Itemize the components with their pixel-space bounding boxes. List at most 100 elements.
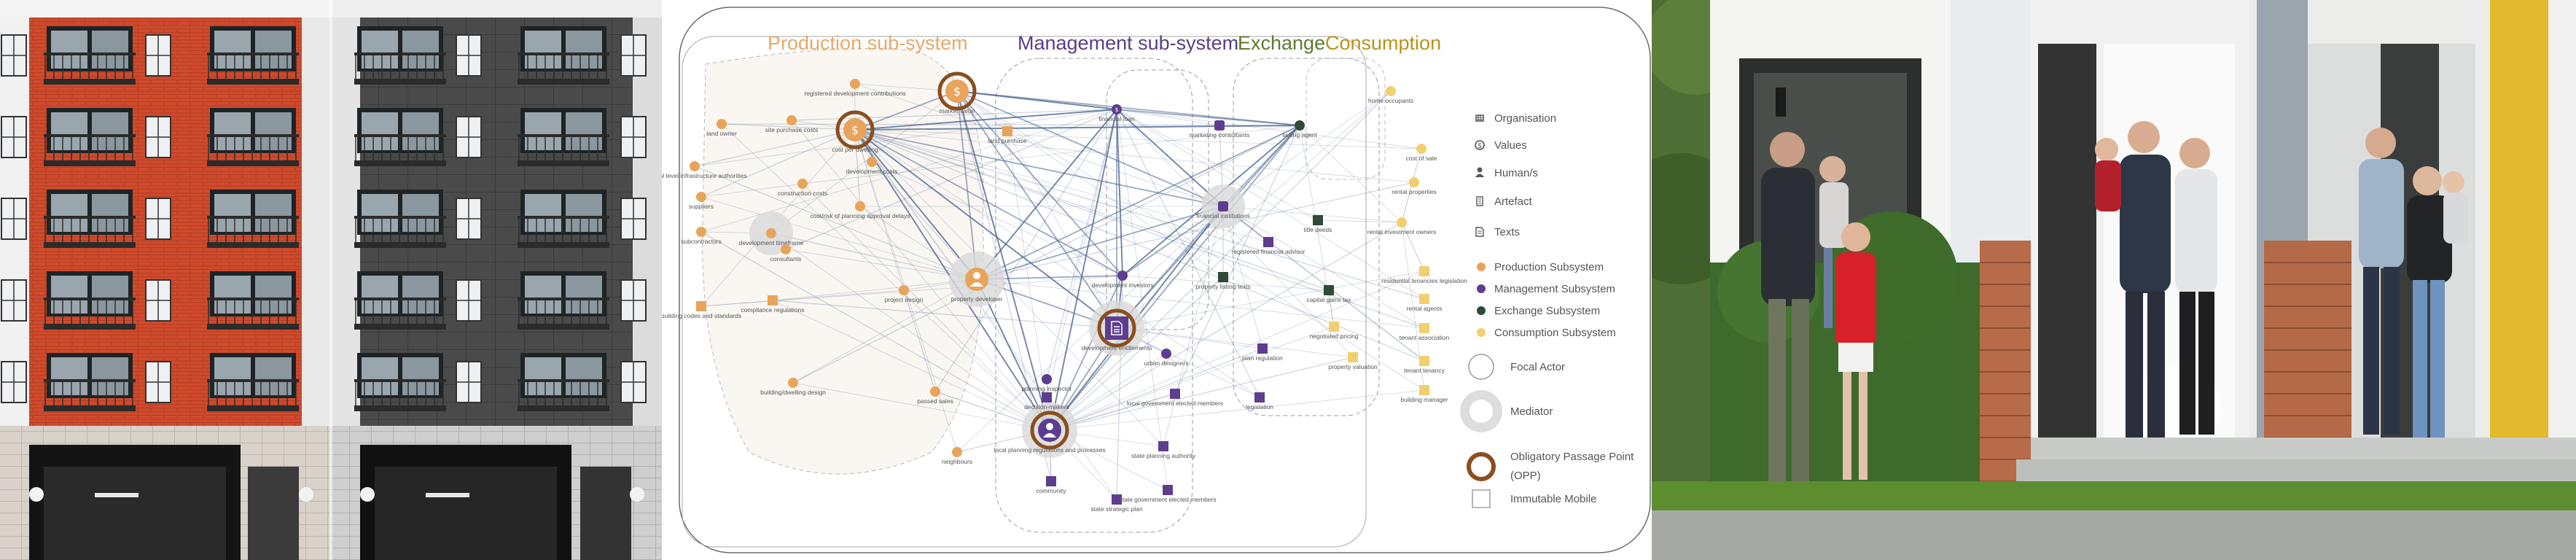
edge	[694, 129, 856, 167]
edge	[854, 129, 1415, 183]
edge	[772, 279, 977, 301]
currency-icon: $	[851, 123, 859, 137]
edge	[1116, 109, 1220, 126]
edge	[976, 206, 1224, 280]
node-label: plan regulation	[1242, 354, 1283, 362]
edge	[976, 182, 1415, 280]
artefact-icon	[1476, 196, 1483, 206]
edge	[854, 129, 1224, 207]
node-label: site purchase costs	[765, 126, 819, 133]
node-label: home occupants	[1368, 97, 1413, 104]
edge	[854, 129, 977, 280]
edge	[854, 129, 1123, 276]
node-n33: capital gains tax	[1307, 285, 1351, 303]
edge	[854, 129, 1260, 398]
legend-immutable-mobile-label: Immutable Mobile	[1510, 493, 1596, 505]
node-n11: subcontractors	[681, 227, 722, 245]
edge	[772, 300, 1117, 329]
node-n42: development entitlements	[1082, 300, 1152, 356]
node-n49: community	[1036, 476, 1066, 494]
edge	[1122, 275, 1330, 291]
legend-values: Values	[1475, 139, 1527, 152]
node-label: community	[1036, 487, 1066, 494]
edge	[1116, 109, 1422, 149]
edge	[721, 123, 856, 131]
legend-humans-label: Human/s	[1494, 167, 1538, 179]
node-n01: land owner	[706, 119, 737, 137]
edge	[1116, 109, 1260, 398]
node-label: selling agent	[1282, 131, 1317, 139]
node-label: development costs	[846, 168, 898, 175]
edge	[1116, 271, 1425, 329]
edge	[700, 183, 803, 198]
edge	[934, 109, 1117, 392]
node-label: residential tenancies legislation	[1381, 277, 1467, 284]
node-n19: building/dwelling design	[760, 378, 826, 396]
edge	[791, 120, 1050, 431]
edge	[770, 233, 977, 280]
edge	[1116, 109, 1123, 276]
currency-icon: $	[953, 85, 961, 98]
edge	[1049, 357, 1354, 431]
node-n46: local government elected members	[1127, 389, 1223, 407]
node-label: cost per dwelling	[832, 146, 878, 153]
network-edges	[694, 83, 1425, 500]
edge	[854, 129, 905, 291]
node-n28: rental investment owners	[1367, 217, 1437, 236]
node-n38: property valuation	[1328, 352, 1378, 370]
edge	[694, 109, 1117, 167]
edge	[1116, 109, 1300, 126]
node-label: property listing texts	[1195, 283, 1251, 290]
edge	[785, 249, 977, 280]
node-n41: development investors	[1091, 271, 1154, 289]
edge	[802, 125, 1300, 184]
node-n53: decision-makers	[1024, 392, 1069, 411]
edge	[903, 289, 936, 392]
node-label: market value	[940, 107, 975, 114]
node-n40: building manager	[1400, 385, 1448, 403]
node-label: cost of sale	[1406, 155, 1437, 162]
node-n17: property developer	[949, 252, 1004, 307]
edge	[956, 90, 1425, 391]
edge	[700, 129, 856, 198]
edge	[976, 125, 1300, 280]
legend-opp-line2: (OPP)	[1510, 470, 1541, 482]
node-label: property valuation	[1328, 363, 1378, 370]
edge	[1049, 90, 1392, 431]
node-label: negotiated pricing	[1309, 332, 1358, 340]
edge	[1116, 109, 1354, 358]
edge	[956, 90, 1224, 278]
node-label: planning inspector	[1022, 385, 1072, 392]
node-label: consultants	[770, 255, 802, 262]
node-label: state strategic plan	[1090, 505, 1143, 513]
node-label: project design	[885, 296, 924, 303]
edge	[1049, 389, 1425, 431]
node-label: rental agents	[1406, 305, 1442, 312]
node-n21: neighbours	[942, 447, 972, 465]
edge	[770, 233, 1050, 431]
node-n48: state planning authority	[1131, 441, 1196, 459]
focal-actor-icon	[1468, 354, 1494, 380]
legend-texts: Texts	[1475, 226, 1520, 238]
node-n22: $financial loan	[1098, 104, 1135, 122]
node-n37: negotiated pricing	[1309, 322, 1359, 340]
edge	[700, 196, 977, 280]
family-photo	[1652, 0, 2576, 560]
node-label: rental investment owners	[1367, 228, 1437, 236]
node-label: development investors	[1091, 281, 1153, 289]
node-n25: home occupants	[1368, 86, 1413, 104]
node-n02: site purchase costs	[765, 115, 819, 133]
edge	[1049, 125, 1300, 431]
edge	[854, 129, 1164, 447]
node-label: national level infrastructure authoritie…	[662, 172, 747, 179]
node-n52: plan regulation	[1242, 343, 1283, 362]
edge	[854, 125, 1300, 131]
edge	[956, 90, 1050, 431]
node-n50: state government elected members	[1119, 485, 1217, 503]
diagram-frame	[679, 7, 1651, 553]
node-n35: rental agents	[1406, 294, 1443, 312]
production-region	[702, 48, 984, 475]
edge	[956, 90, 1224, 207]
edge	[1116, 109, 1224, 207]
